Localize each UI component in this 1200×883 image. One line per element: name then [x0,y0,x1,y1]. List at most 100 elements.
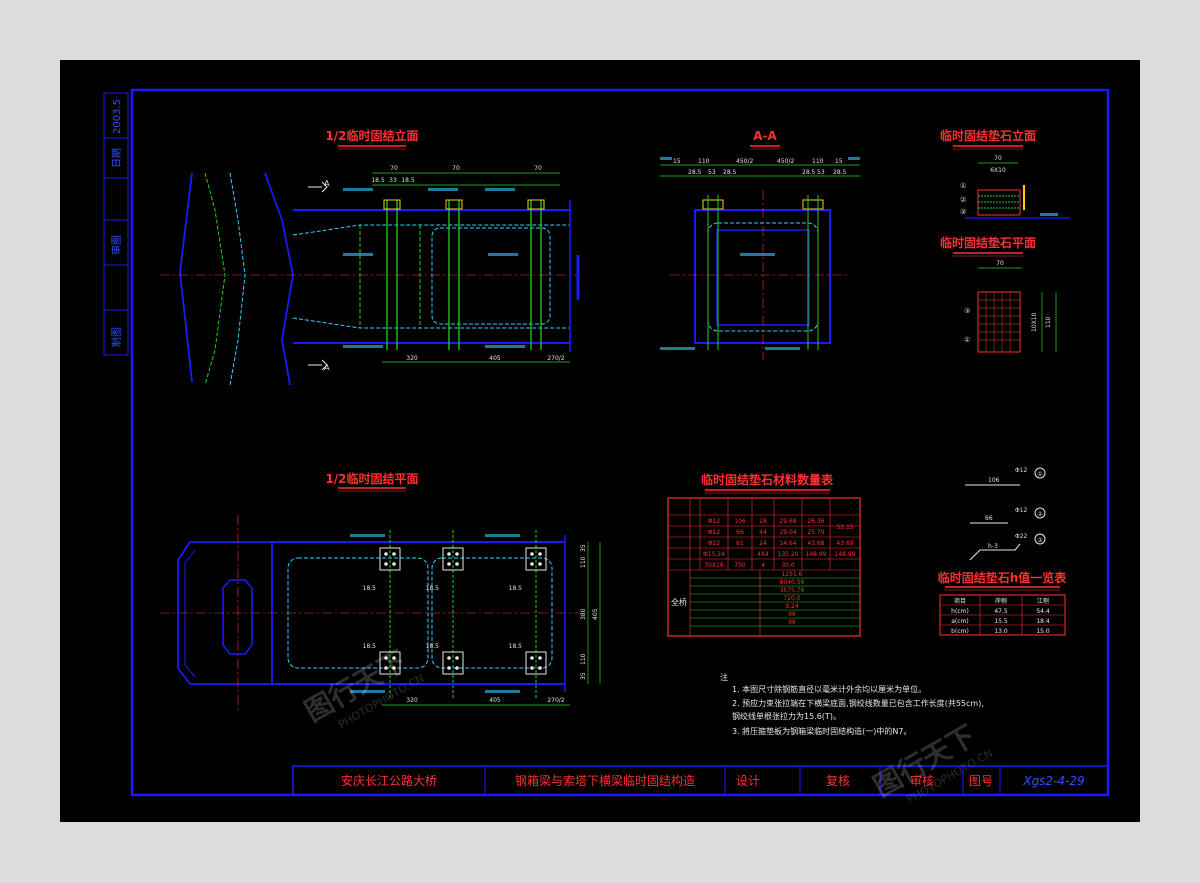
svg-text:29.68: 29.68 [779,518,796,525]
drawing-number-value: Xgs2-4-29 [1022,774,1084,788]
pad-elevation-view: 临时固结垫石立面 70 6X10 ① ② ③ [940,128,1070,219]
svg-text:b(cm): b(cm) [951,628,969,635]
svg-text:30.0: 30.0 [781,562,795,569]
section-sub-dim-5: 53 [817,169,825,176]
svg-text:26.36: 26.36 [807,518,824,525]
side-drawn-label: 制图 [110,327,123,347]
notes-heading: 注 [720,672,728,682]
material-row-1: Φ12 106 28 29.68 26.36 [708,518,825,525]
pad-plan-side-dim-1: 10X10 [1031,312,1038,332]
plan-right-dim-2: 35 [580,544,587,552]
elev-bottom-dim-2: 405 [489,355,501,362]
half-plan-view: 1/2临时固结平面 18.5 18.5 18.5 18. [160,471,601,710]
half-elevation-title: 1/2临时固结立面 [325,128,418,143]
svg-text:29.04: 29.04 [779,529,796,536]
h-table-row-2: a(cm) 15.5 18.4 [951,618,1050,625]
plan-bottom-dim-2: 405 [489,697,501,704]
section-sub-dim-2: 53 [708,169,716,176]
rebar-3-mark: Φ22 [1015,533,1028,540]
svg-text:47.5: 47.5 [994,608,1008,615]
plan-side-dim-4: 18.5 [363,643,377,650]
svg-text:25.79: 25.79 [807,529,824,536]
svg-text:24: 24 [759,540,767,547]
rebar-1-mark: Φ12 [1015,467,1028,474]
elev-sub-dim-1: 18.5 [371,177,385,184]
svg-text:4: 4 [761,562,765,569]
h-table-row-3: b(cm) 13.0 15.0 [951,628,1050,635]
section-marker-bottom: A [324,363,330,372]
svg-text:1251.6: 1251.6 [782,571,803,578]
svg-text:66: 66 [736,529,744,536]
material-summary-values: 1251.6 8040.56 3575.76 720.0 9.24 96 96 [780,571,805,626]
pad-elev-mark-3: ③ [960,208,966,216]
side-date-label: 日期 [111,148,123,168]
cad-drawing: 2003.5 日期 审图 制图 1/2临时固结立面 A [103,88,1110,806]
drawing-sheet: 2003.5 日期 审图 制图 1/2临时固结立面 A [60,60,1140,822]
section-top-dim-3: 450/2 [736,158,753,165]
material-row-4: Φ15.24 4X4 135.20 148.99 [703,551,827,558]
elev-sub-dim-3: 18.5 [401,177,415,184]
svg-text:750: 750 [734,562,746,569]
pad-elev-mark-2: ② [960,196,966,204]
half-plan-title: 1/2临时固结平面 [325,471,418,486]
svg-text:54.4: 54.4 [1036,608,1050,615]
svg-text:14.64: 14.64 [779,540,796,547]
svg-text:148.99: 148.99 [806,551,827,558]
elev-top-dim-1: 70 [390,165,398,172]
svg-text:28: 28 [759,518,767,525]
svg-text:Φ12: Φ12 [708,529,721,536]
approve-label: 审核 [910,773,934,788]
section-marker-top: A [324,179,330,188]
section-top-dims: 15 110 450/2 450/2 110 15 28.5 53 28.5 2… [660,158,860,177]
pad-plan-mark-1: ① [964,336,970,344]
svg-text:4X4: 4X4 [757,551,769,558]
svg-text:96: 96 [788,619,796,626]
svg-text:a(cm): a(cm) [951,618,969,625]
material-row-2: Φ12 66 44 29.04 25.79 [708,529,825,536]
section-sub-dim-3: 28.5 [723,169,737,176]
section-sub-dim-4: 28.5 [802,169,816,176]
plan-side-dim-5: 18.5 [426,643,440,650]
material-table-title: 临时固结垫石材料数量表 [701,472,834,487]
rebar-1-circle: ① [1037,471,1042,478]
svg-text:Φ15.24: Φ15.24 [703,551,725,558]
plan-right-dim-4: 35 [580,672,587,680]
h-table-title: 临时固结垫石h值一览表 [938,570,1068,585]
section-top-dim-6: 15 [835,158,843,165]
note-line-3: 钢绞线单根张拉力为15.6(T)。 [732,711,841,721]
section-top-dim-1: 15 [673,158,681,165]
elev-top-dim-3: 70 [534,165,542,172]
svg-text:44: 44 [759,529,767,536]
svg-text:3575.76: 3575.76 [780,587,805,594]
svg-text:18.4: 18.4 [1036,618,1050,625]
title-block: 安庆长江公路大桥 钢箱梁与索塔下横梁临时固结构造 设计 复核 审核 图号 Xgs… [292,765,1109,796]
design-label: 设计 [736,774,760,788]
pad-elev-sub-dim: 6X10 [990,167,1006,174]
material-table: 临时固结垫石材料数量表 Φ12 106 [667,472,861,637]
svg-text:15.0: 15.0 [1036,628,1050,635]
note-line-2: 2. 预应力束张拉端在下横梁底面,钢绞线数量已包含工作长度(共55cm), [732,698,984,708]
material-extra-2: 43.69 [836,540,853,547]
pad-elev-top-dim: 70 [994,155,1002,162]
rebar-2-mark: Φ12 [1015,507,1028,514]
check-label: 复核 [826,774,850,788]
material-row-3: Φ22 61 24 14.64 43.68 [708,540,825,547]
notes: 注 1. 本图尺寸除钢筋直径以毫米计外余均以厘米为单位。 2. 预应力束张拉端在… [720,672,984,736]
section-sub-dim-1: 28.5 [688,169,702,176]
side-review-label: 审图 [110,235,123,255]
elev-sub-dim-2: 33 [389,177,397,184]
side-date-value: 2003.5 [112,99,123,134]
project-name: 安庆长江公路大桥 [341,773,437,788]
elev-bottom-dim-1: 320 [406,355,418,362]
svg-text:岸侧: 岸侧 [995,597,1007,605]
svg-text:43.68: 43.68 [807,540,824,547]
elev-top-dim-2: 70 [452,165,460,172]
plan-side-dim-1: 18.5 [363,585,377,592]
elev-bottom-dim-3: 270/2 [547,355,564,362]
pad-elev-mark-1: ① [960,182,966,190]
svg-text:61: 61 [736,540,744,547]
svg-text:70X16: 70X16 [704,562,724,569]
plan-side-dim-6: 18.5 [509,643,523,650]
plan-right-dim-3: 380 [580,608,587,620]
rebar-sketches: 106 Φ12 ① 66 Φ12 ② h-3 Φ22 ③ [965,467,1046,561]
